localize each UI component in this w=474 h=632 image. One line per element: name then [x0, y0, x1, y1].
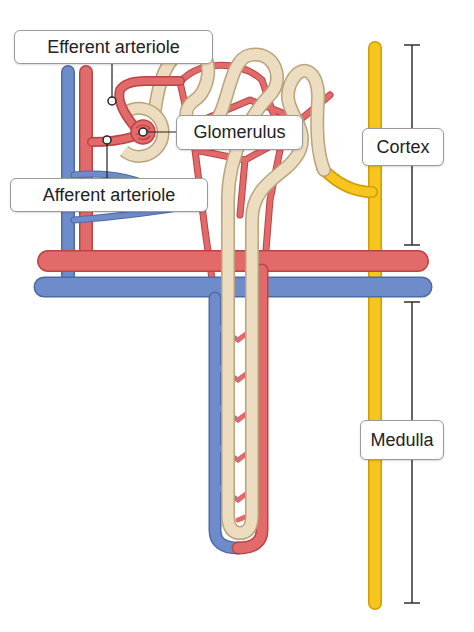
- callout-label: Medulla: [370, 430, 433, 451]
- callout-box: Cortex: [362, 128, 444, 166]
- leader-lines: [107, 64, 176, 178]
- callout-box: Afferent arteriole: [10, 178, 208, 212]
- artery-outline: [79, 72, 93, 262]
- leader-dot: [108, 97, 116, 105]
- interlobular-artery: [81, 72, 92, 262]
- renal-tubule: [155, 49, 324, 533]
- callout-label: Afferent arteriole: [43, 185, 176, 206]
- efferent-outline: [119, 81, 180, 126]
- callout-label: Glomerulus: [193, 122, 285, 143]
- tubule-outline: [155, 49, 324, 533]
- callout-box: Glomerulus: [176, 115, 303, 150]
- afferent-vessel: [92, 137, 132, 142]
- efferent-vessel: [119, 81, 180, 126]
- callout-label: Cortex: [376, 137, 429, 158]
- leader-dot: [139, 128, 147, 136]
- callout-label: Efferent arteriole: [47, 37, 180, 58]
- callout-box: Medulla: [360, 420, 444, 460]
- leader-dot: [103, 136, 111, 144]
- callout-box: Efferent arteriole: [14, 30, 213, 64]
- afferent-outline: [92, 137, 132, 142]
